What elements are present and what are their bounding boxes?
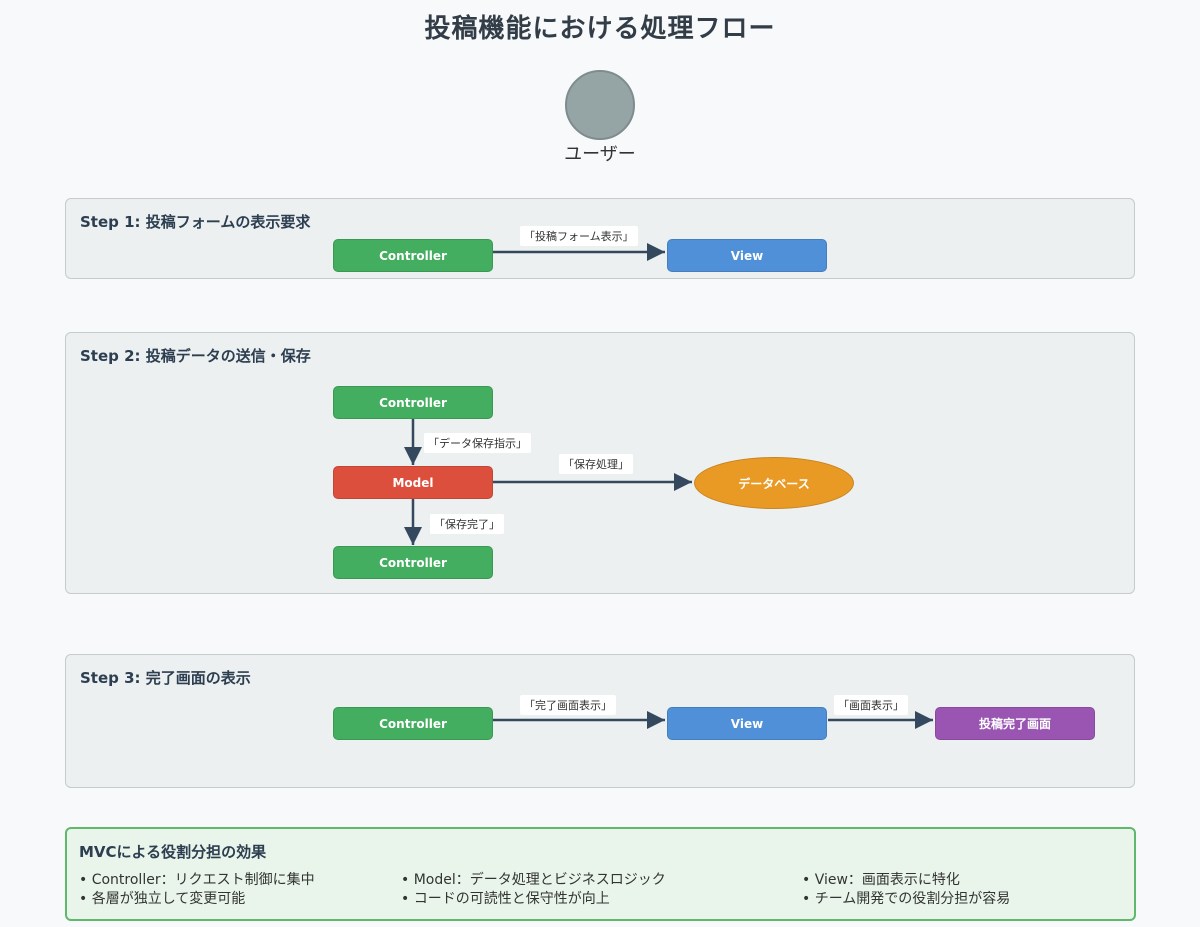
step3-view-node[interactable]: View bbox=[667, 707, 827, 740]
step2-title: Step 2: 投稿データの送信・保存 bbox=[80, 347, 311, 365]
step3-edge-show-label: 「画面表示」 bbox=[834, 695, 908, 715]
step1-edge-label: 「投稿フォーム表示」 bbox=[520, 226, 638, 246]
step3-edge-show-done-label: 「完了画面表示」 bbox=[520, 695, 616, 715]
summary-item: • Model：データ処理とビジネスロジック bbox=[401, 872, 666, 888]
step2-model-node[interactable]: Model bbox=[333, 466, 493, 499]
summary-item: • Controller：リクエスト制御に集中 bbox=[79, 872, 315, 888]
summary-item: • View：画面表示に特化 bbox=[802, 872, 960, 888]
summary-item: • 各層が独立して変更可能 bbox=[79, 891, 246, 907]
summary-title: MVCによる役割分担の効果 bbox=[79, 843, 267, 861]
step2-controller-top-node[interactable]: Controller bbox=[333, 386, 493, 419]
step2-controller-bottom-node[interactable]: Controller bbox=[333, 546, 493, 579]
step2-database-node[interactable]: データベース bbox=[694, 457, 854, 509]
step2-edge-save-label: 「保存処理」 bbox=[559, 454, 633, 474]
step1-title: Step 1: 投稿フォームの表示要求 bbox=[80, 213, 311, 231]
step3-complete-screen-node[interactable]: 投稿完了画面 bbox=[935, 707, 1095, 740]
step1-controller-node[interactable]: Controller bbox=[333, 239, 493, 272]
user-icon bbox=[565, 70, 635, 140]
step3-title: Step 3: 完了画面の表示 bbox=[80, 669, 251, 687]
step2-edge-done-label: 「保存完了」 bbox=[430, 514, 504, 534]
step3-controller-node[interactable]: Controller bbox=[333, 707, 493, 740]
step1-view-node[interactable]: View bbox=[667, 239, 827, 272]
summary-item: • コードの可読性と保守性が向上 bbox=[401, 891, 610, 907]
page-title: 投稿機能における処理フロー bbox=[424, 14, 776, 44]
step1-panel: Step 1: 投稿フォームの表示要求 bbox=[65, 198, 1135, 279]
step2-edge-instruct-label: 「データ保存指示」 bbox=[424, 433, 531, 453]
summary-panel: MVCによる役割分担の効果 • Controller：リクエスト制御に集中 • … bbox=[65, 827, 1136, 921]
summary-item: • チーム開発での役割分担が容易 bbox=[802, 891, 1011, 907]
user-label: ユーザー bbox=[564, 144, 636, 165]
